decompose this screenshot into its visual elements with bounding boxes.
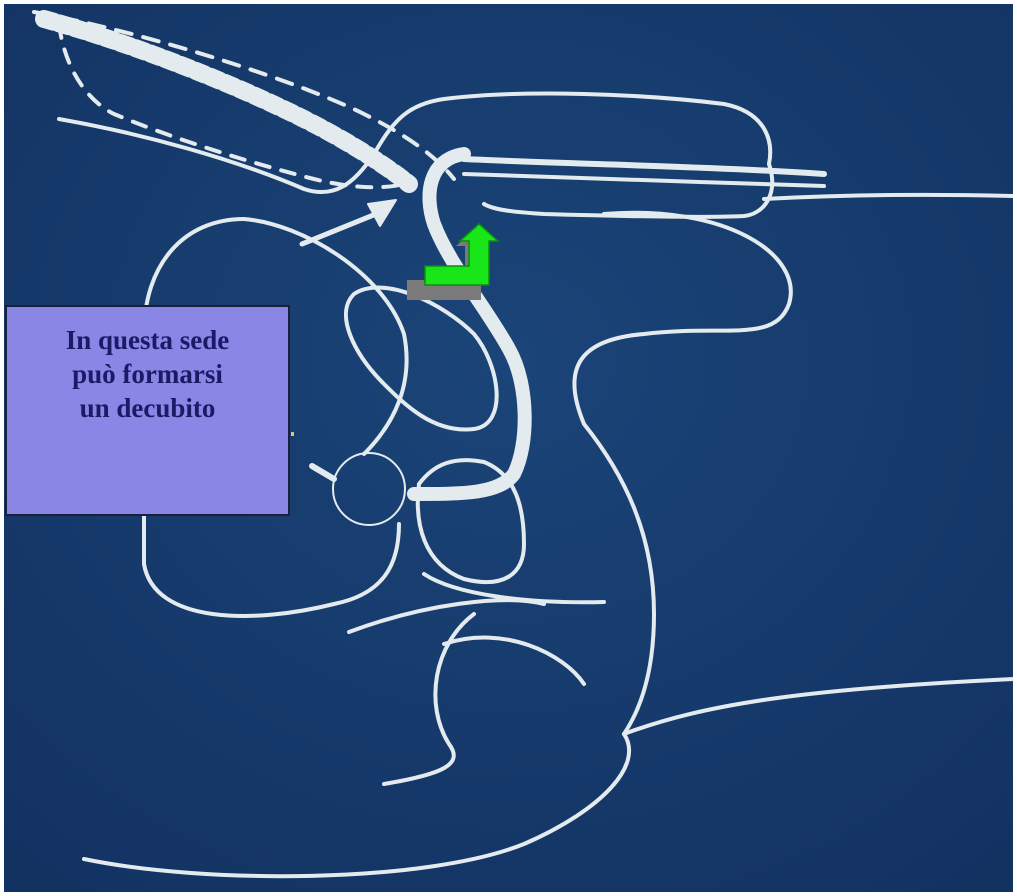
callout-connector-mark (291, 432, 294, 436)
callout-text: In questa sede può formarsi un decubito (66, 323, 230, 425)
callout-box: In questa sede può formarsi un decubito (5, 305, 290, 516)
